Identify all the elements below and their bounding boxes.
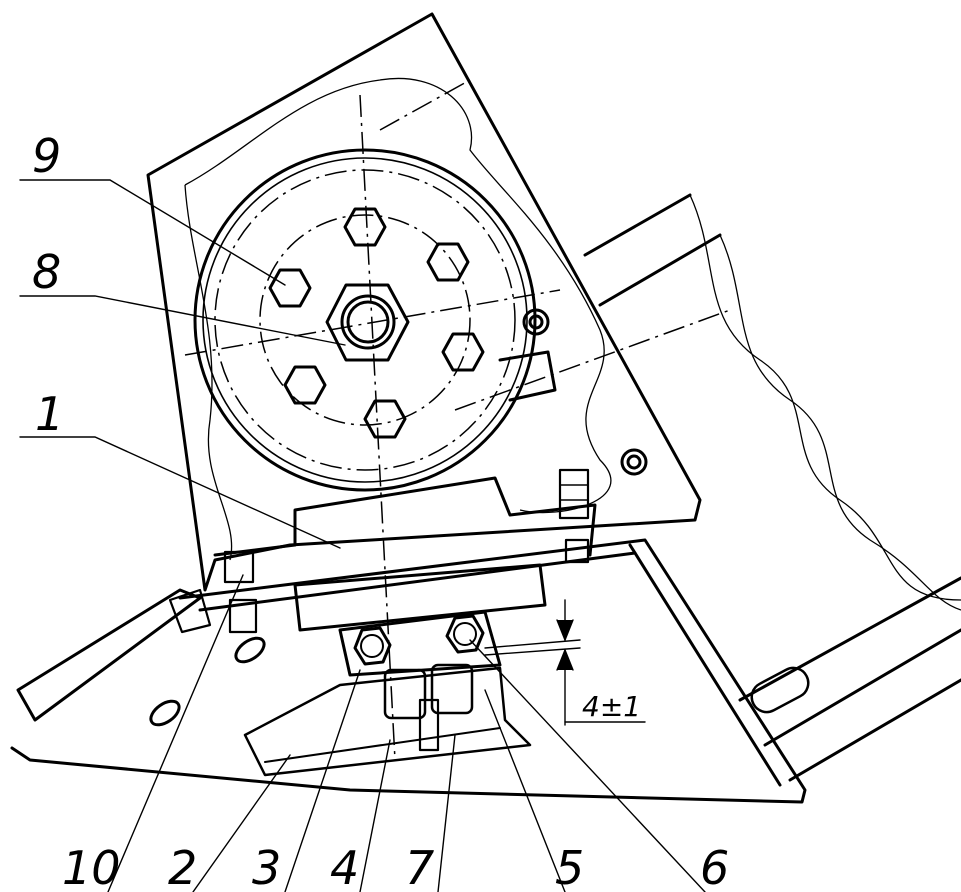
frame-slot-2 <box>149 699 181 727</box>
housing-plate <box>146 12 702 592</box>
callout-1: 1 <box>35 387 64 441</box>
frame-slot-1 <box>234 636 266 664</box>
callout-labels: 9 8 1 10 2 3 4 7 5 6 <box>32 129 729 892</box>
dimension-label: 4±1 <box>582 690 641 723</box>
leader-lines <box>19 179 706 892</box>
hub <box>325 283 410 362</box>
bolts <box>268 207 485 439</box>
hole-upper-inner <box>528 314 544 330</box>
callout-7: 7 <box>405 841 434 892</box>
callout-8: 8 <box>32 245 61 299</box>
mounting-block <box>293 563 547 677</box>
callout-9: 9 <box>32 129 61 183</box>
callout-2: 2 <box>168 841 197 892</box>
dimension-gap: 4±1 <box>484 599 646 726</box>
base-frame <box>10 538 807 804</box>
hole-upper <box>522 308 550 336</box>
callout-4: 4 <box>330 841 359 892</box>
clamp <box>243 663 532 777</box>
hole-lower-inner <box>626 454 642 470</box>
disc <box>184 79 731 761</box>
callout-5: 5 <box>555 841 584 892</box>
nut-stacks <box>223 468 590 634</box>
hole-lower <box>620 448 648 476</box>
callout-10: 10 <box>62 841 121 892</box>
callout-3: 3 <box>252 841 281 892</box>
bracket <box>213 350 597 557</box>
beam-slot <box>750 666 810 714</box>
inclined-beam <box>583 193 961 782</box>
callout-6: 6 <box>700 841 729 892</box>
